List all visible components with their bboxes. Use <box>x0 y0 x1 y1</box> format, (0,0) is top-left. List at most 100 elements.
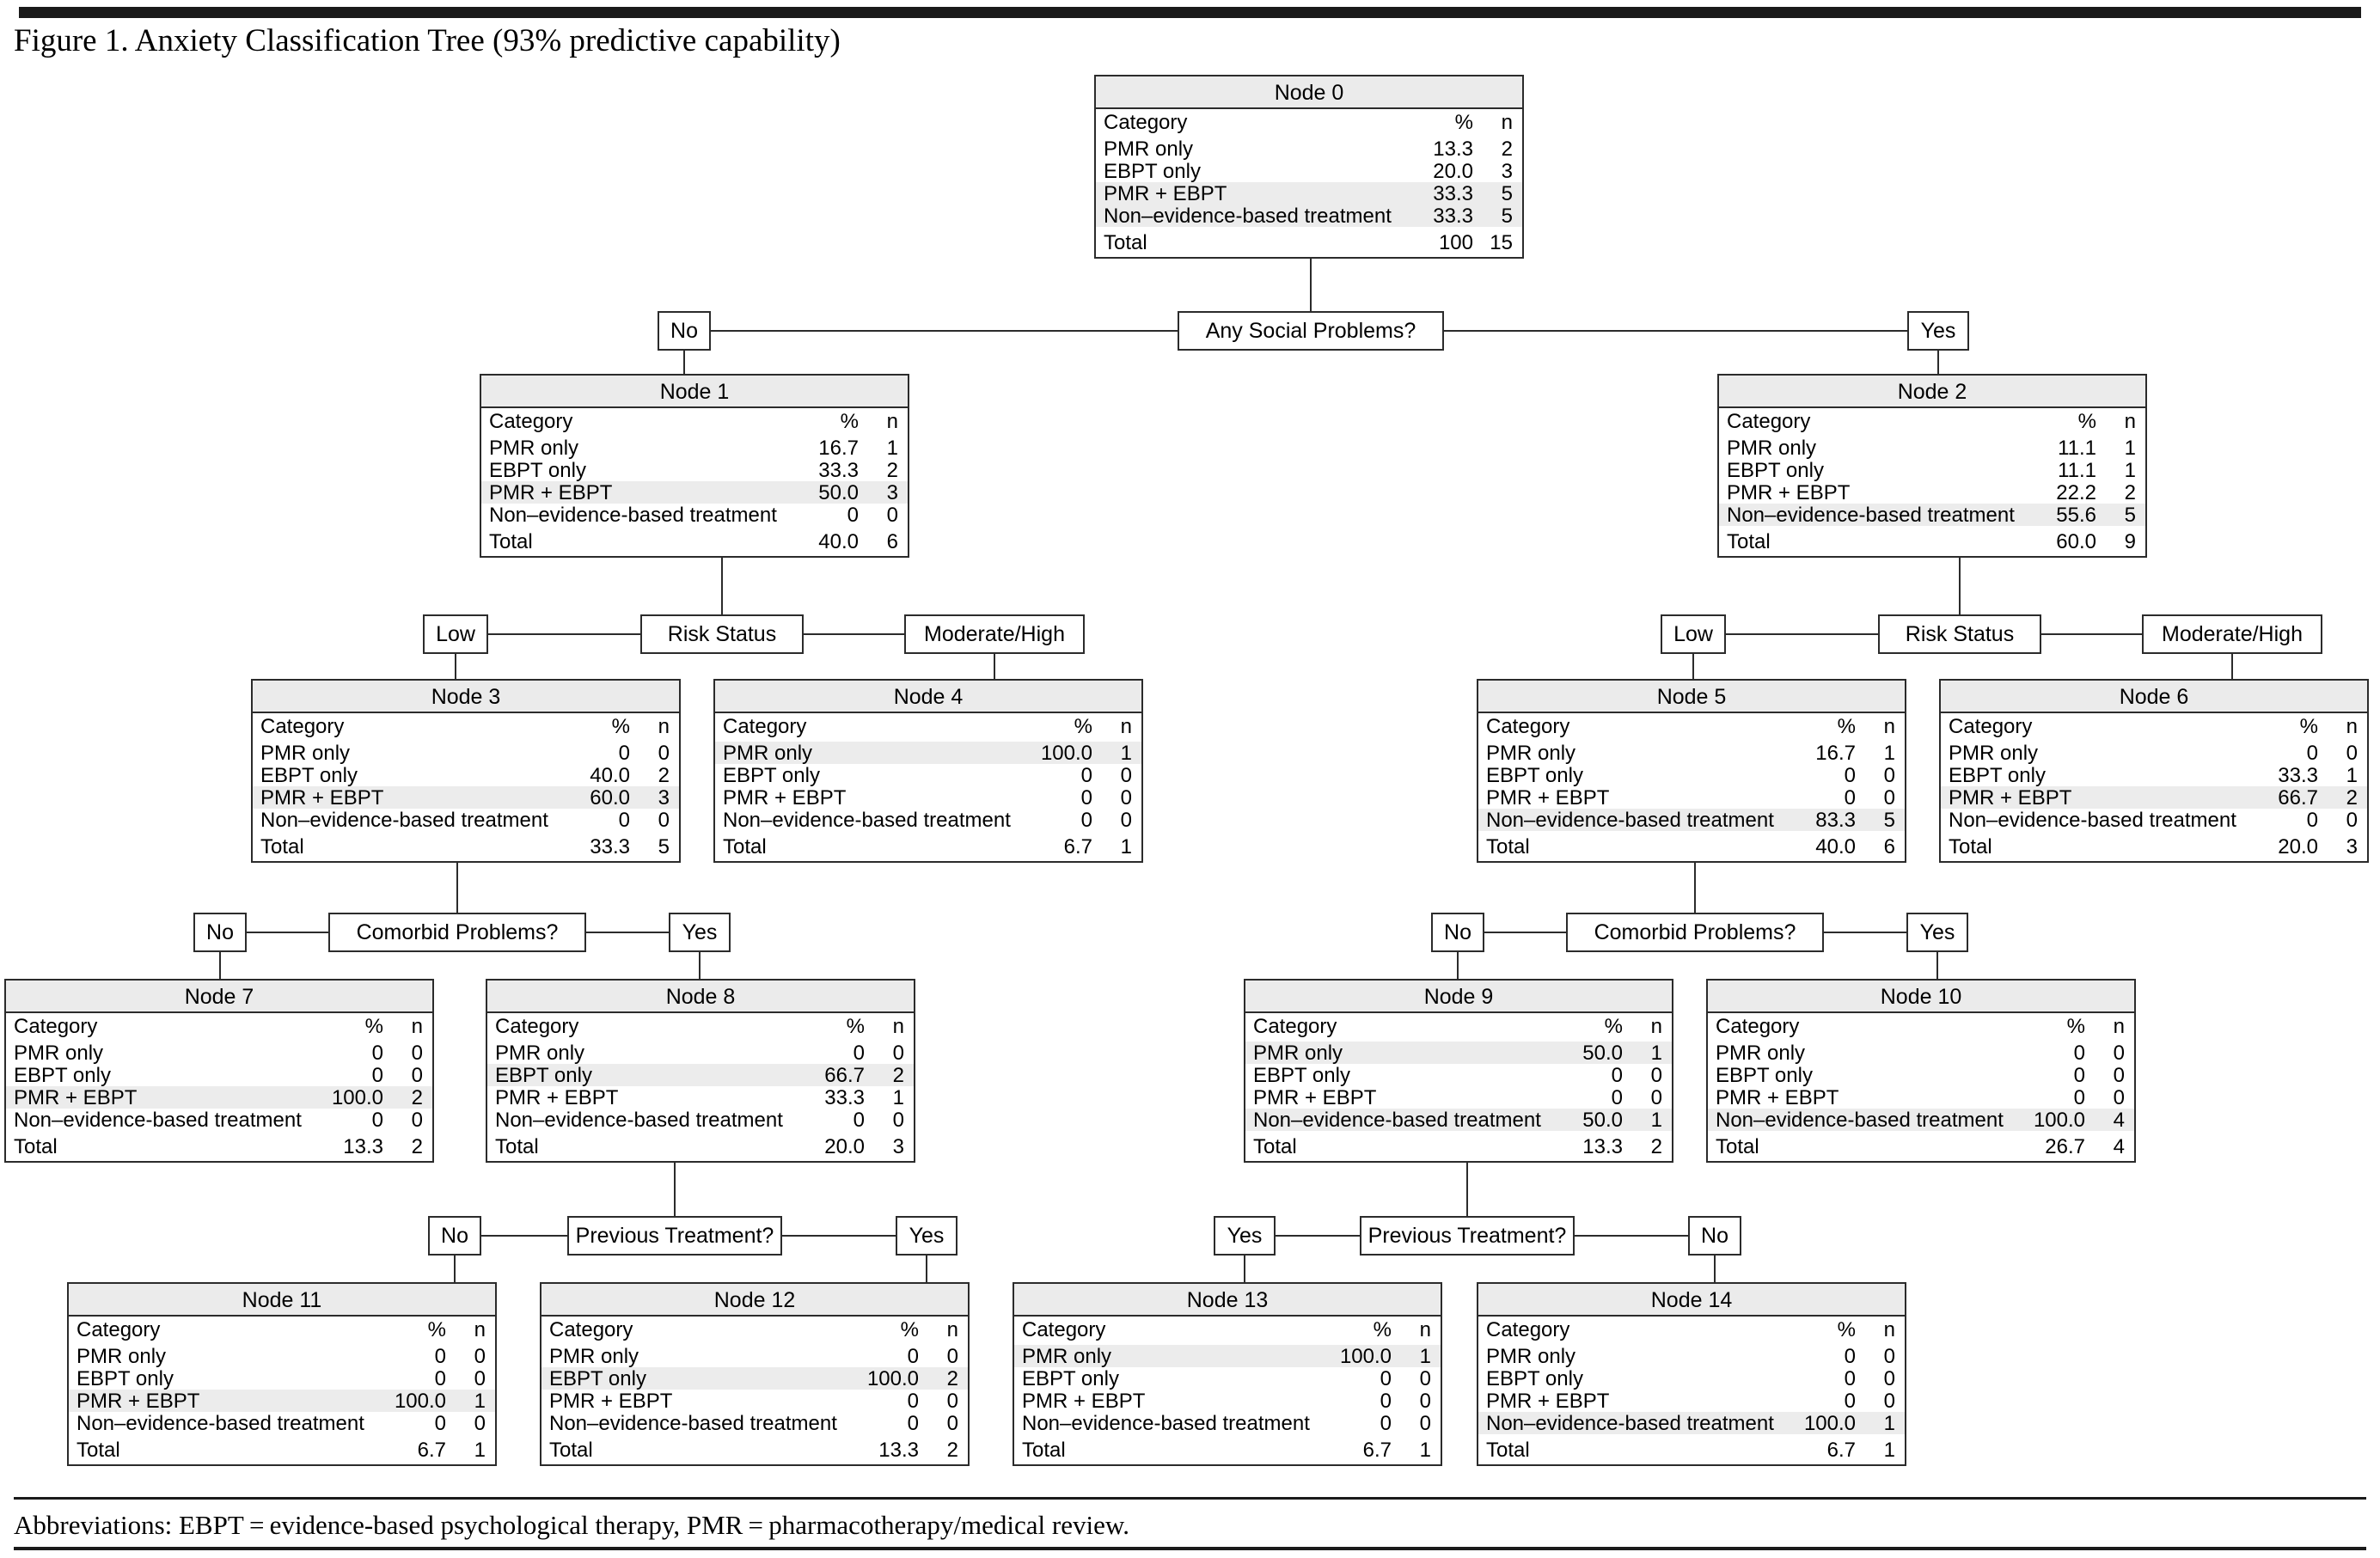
connector-left-risk-left <box>488 633 640 635</box>
branch-label-previous-left-left[interactable]: No <box>428 1216 481 1256</box>
decision-box-previous-left[interactable]: Previous Treatment? <box>567 1216 782 1256</box>
cell-category: PMR + EBPT <box>495 1086 619 1109</box>
cell-category: EBPT only <box>1486 1367 1583 1390</box>
decision-box-comorbid-left[interactable]: Comorbid Problems? <box>328 913 586 952</box>
cell-percent: 13.3 <box>1433 137 1473 161</box>
cell-count: 0 <box>1120 786 1132 810</box>
cell-category: PMR only <box>1486 742 1576 765</box>
footer-rule-top <box>14 1497 2366 1500</box>
cell-percent: 100.0 <box>866 1367 919 1390</box>
cell-category: EBPT only <box>489 459 586 482</box>
branch-label-previous-left-right[interactable]: Yes <box>896 1216 958 1256</box>
cell-category: EBPT only <box>1253 1064 1350 1087</box>
cell-percent: 0 <box>1380 1367 1392 1390</box>
cell-count: 2 <box>2124 481 2136 504</box>
node-title: Node 6 <box>1941 681 2367 713</box>
table-header-row: Category%n <box>541 1318 968 1341</box>
cell-category: Total <box>1253 1135 1297 1158</box>
cell-count: 0 <box>474 1367 486 1390</box>
connector-parent-social <box>1310 259 1312 311</box>
node-title: Node 11 <box>69 1284 495 1317</box>
cell-percent: % <box>1837 715 1856 738</box>
cell-category: Non–evidence-based treatment <box>1104 205 1392 228</box>
table-header-row: Category%n <box>1719 410 2145 433</box>
branch-label-previous-right-right[interactable]: No <box>1688 1216 1741 1256</box>
branch-label-social-right[interactable]: Yes <box>1907 311 1969 351</box>
branch-label-comorbid-left-left[interactable]: No <box>193 913 247 952</box>
cell-count: 0 <box>2113 1086 2125 1109</box>
decision-box-risk-left[interactable]: Risk Status <box>640 614 804 654</box>
connector-left-comorbid-left <box>247 932 328 933</box>
connector-child-n6 <box>2231 654 2233 679</box>
cell-category: Total <box>549 1439 593 1462</box>
cell-category: Total <box>1716 1135 1759 1158</box>
footer-rule-bottom <box>14 1547 2366 1550</box>
cell-percent: 50.0 <box>1582 1042 1623 1065</box>
cell-percent: 100.0 <box>1803 1412 1856 1435</box>
cell-count: 0 <box>411 1109 423 1132</box>
cell-percent: 33.3 <box>590 835 630 858</box>
cell-count: 1 <box>1883 1412 1895 1435</box>
cell-percent: % <box>427 1318 446 1341</box>
branch-label-previous-right-left[interactable]: Yes <box>1214 1216 1276 1256</box>
cell-category: Total <box>14 1135 58 1158</box>
branch-label-comorbid-right-left[interactable]: No <box>1431 913 1484 952</box>
connector-child-n8 <box>699 952 701 979</box>
cell-category: Category <box>723 715 807 738</box>
cell-percent: 0 <box>1844 1390 1856 1413</box>
connector-parent-previous-left <box>674 1163 676 1216</box>
cell-category: Category <box>260 715 345 738</box>
cell-category: PMR + EBPT <box>14 1086 138 1109</box>
cell-category: PMR + EBPT <box>1727 481 1851 504</box>
branch-label-risk-left-left[interactable]: Low <box>423 614 488 654</box>
branch-label-comorbid-right-right[interactable]: Yes <box>1906 913 1968 952</box>
cell-percent: % <box>900 1318 919 1341</box>
decision-box-social[interactable]: Any Social Problems? <box>1178 311 1444 351</box>
branch-label-social-left[interactable]: No <box>658 311 711 351</box>
node-title: Node 7 <box>6 981 432 1013</box>
branch-label-risk-right-left[interactable]: Low <box>1661 614 1726 654</box>
decision-box-comorbid-right[interactable]: Comorbid Problems? <box>1566 913 1824 952</box>
decision-box-previous-right[interactable]: Previous Treatment? <box>1360 1216 1575 1256</box>
connector-child-n3 <box>455 654 456 679</box>
cell-percent: 11.1 <box>2058 437 2096 460</box>
cell-category: Total <box>1104 231 1147 254</box>
cell-percent: 13.3 <box>878 1439 919 1462</box>
branch-label-risk-left-right[interactable]: Moderate/High <box>904 614 1085 654</box>
cell-percent: 6.7 <box>1826 1439 1856 1462</box>
cell-category: Category <box>14 1015 98 1038</box>
branch-label-comorbid-left-right[interactable]: Yes <box>669 913 731 952</box>
cell-category: Category <box>1949 715 2033 738</box>
cell-count: 6 <box>886 530 898 553</box>
table-header-row: Category%n <box>1245 1015 1672 1038</box>
connector-child-n12 <box>926 1256 927 1282</box>
table-header-row: Category%n <box>1708 1015 2134 1038</box>
connector-right-previous-left <box>782 1235 896 1237</box>
branch-label-risk-right-right[interactable]: Moderate/High <box>2142 614 2322 654</box>
cell-category: Non–evidence-based treatment <box>1486 809 1774 832</box>
connector-parent-comorbid-left <box>456 863 458 913</box>
decision-box-risk-right[interactable]: Risk Status <box>1878 614 2041 654</box>
cell-percent: 26.7 <box>2045 1135 2085 1158</box>
cell-category: PMR + EBPT <box>76 1390 200 1413</box>
cell-percent: 0 <box>1611 1064 1623 1087</box>
cell-percent: 0 <box>847 504 859 527</box>
